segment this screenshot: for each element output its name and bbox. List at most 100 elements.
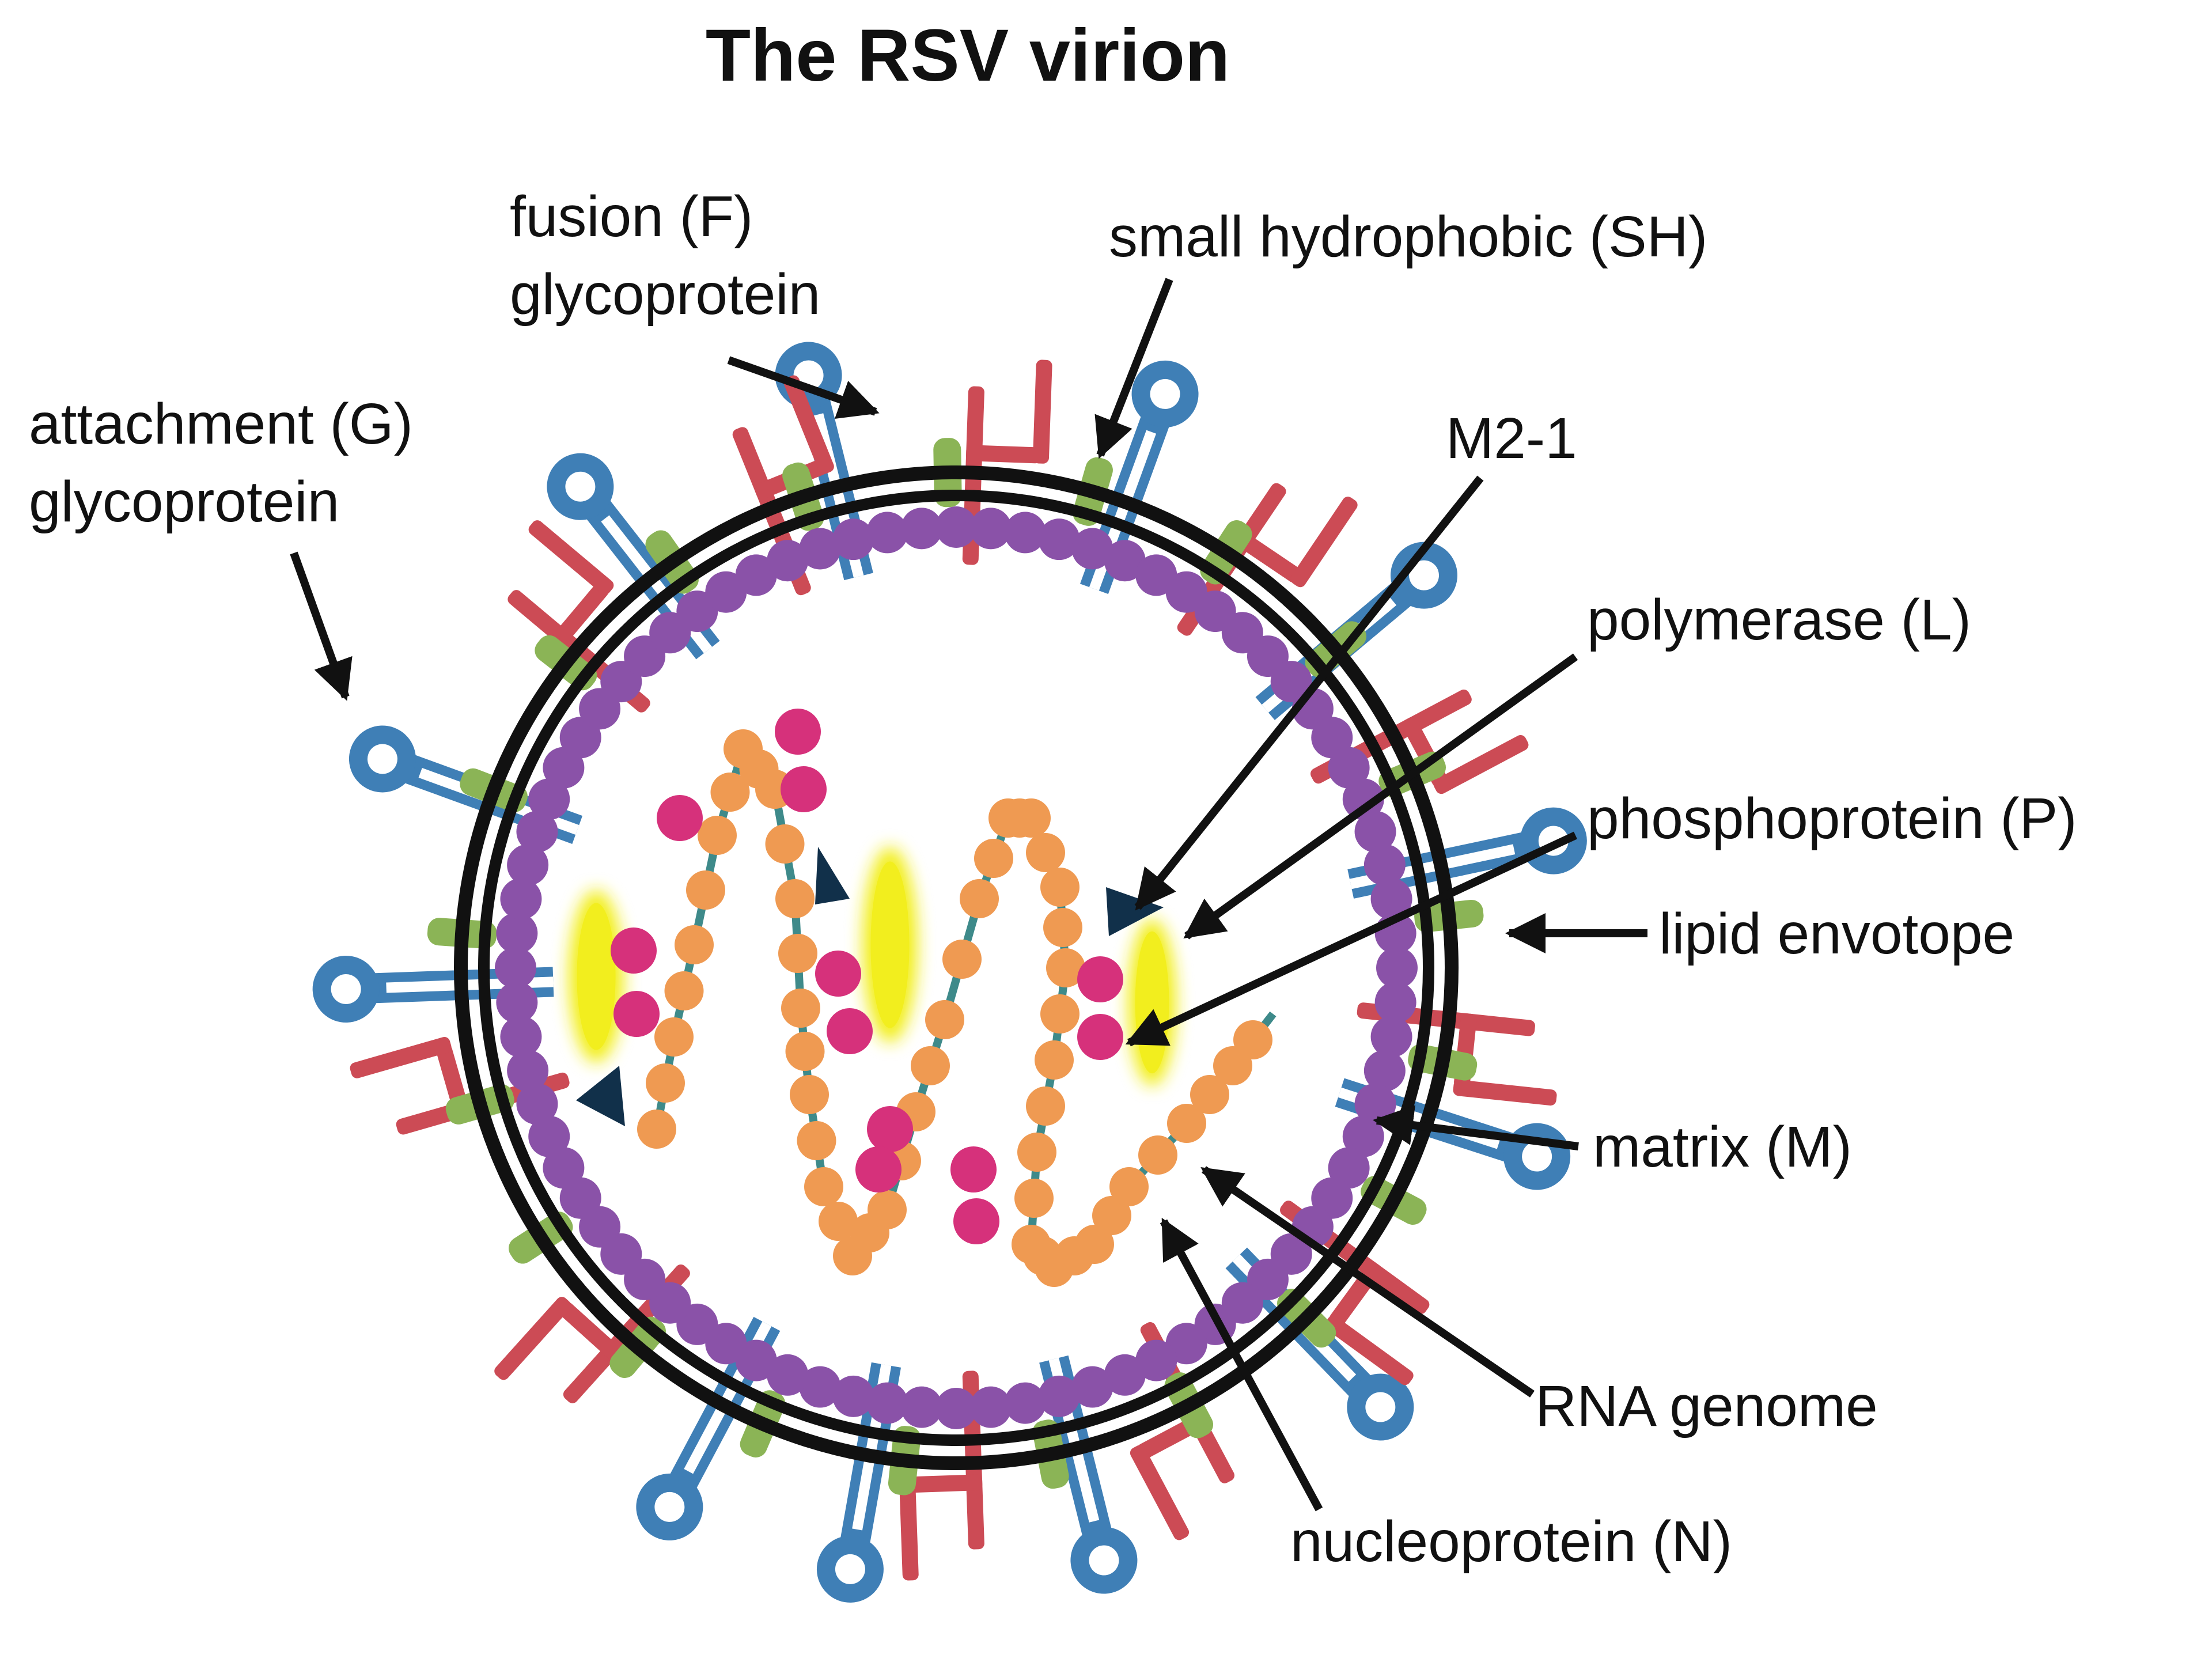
arrow-small-hydrophobic [1094,278,1173,459]
matrix-protein-bead [500,1016,542,1058]
label-matrix: matrix (M) [1593,1115,1852,1179]
nucleoprotein-bead [765,824,805,864]
phosphoprotein-beads [611,709,1123,1244]
polymerase-l [870,861,910,1028]
matrix-protein-bead [935,506,977,548]
nucleoprotein-bead [804,1167,843,1206]
ribonucleoprotein-complex [569,709,1277,1287]
nucleoprotein-bead [1017,1133,1056,1172]
matrix-protein-bead [1376,947,1418,989]
label-rna-genome: RNA genome [1535,1374,1878,1438]
nucleoprotein-bead [1014,1179,1054,1218]
polymerase-l [577,903,616,1050]
lipid-envelope [454,465,1459,1470]
nucleoprotein-bead [1026,833,1065,872]
nucleoprotein-bead [1109,1167,1149,1206]
nucleoprotein-bead [1040,868,1080,907]
nucleoprotein-bead [686,870,725,910]
nucleoprotein-bead [925,1000,964,1039]
label-lipid-envelope: lipid envotope [1659,902,2014,966]
matrix-protein-bead [543,747,585,789]
matrix-protein-bead [832,1375,874,1417]
matrix-protein-bead [866,1382,908,1424]
nucleoprotein-bead [637,1110,676,1149]
matrix-protein-bead [500,878,542,920]
nucleoprotein-bead [675,925,714,964]
matrix-protein-bead [970,508,1012,550]
label-fusion-line1: fusion (F) [510,184,753,249]
matrix-protein-bead [1165,1323,1207,1365]
nucleoprotein-bead [1046,948,1085,987]
matrix-protein-bead [507,1050,549,1092]
matrix-protein-bead [1038,518,1080,561]
nucleoprotein-bead [778,934,817,973]
matrix-protein-bead [1363,844,1406,886]
label-attachment-line2: glycoprotein [29,470,339,534]
arrow-phosphoprotein [1125,831,1577,1047]
matrix-protein-bead [1071,528,1113,570]
matrix-protein-bead [1104,1354,1146,1396]
phosphoprotein-bead [775,709,821,755]
matrix-layer [495,506,1418,1429]
matrix-protein-bead [767,1354,809,1396]
nucleoprotein-bead [785,1032,825,1071]
matrix-protein-bead [935,1388,977,1429]
nucleoprotein-bead [781,989,820,1028]
matrix-protein-bead [1328,747,1370,789]
phosphoprotein-bead [855,1146,902,1192]
polymerase-l [1135,931,1169,1074]
arrow-matrix [1373,1105,1579,1150]
matrix-protein-bead [832,518,874,561]
nucleoprotein-bead [1043,908,1082,947]
arrow-nucleoprotein [1160,1217,1323,1512]
matrix-protein-bead [496,982,538,1024]
nucleoprotein-bead [1233,1020,1272,1059]
matrix-protein-bead [705,571,747,613]
label-arrows [290,278,1647,1512]
matrix-protein-bead [1135,1339,1177,1381]
label-m2-1: M2-1 [1446,406,1577,471]
phosphoprotein-bead [815,951,861,997]
label-fusion-line2: glycoprotein [510,262,820,327]
matrix-protein-bead [495,947,536,989]
labels: fusion (F) glycoprotein attachment (G) g… [29,184,2077,1574]
matrix-protein-bead [767,540,809,582]
arrow-polymerase [1183,653,1578,940]
nucleoprotein-bead [1026,1086,1065,1126]
matrix-protein-bead [528,778,570,820]
nucleoprotein-bead [654,1017,694,1057]
matrix-protein-bead [866,512,908,554]
nucleoprotein-beads [637,729,1272,1287]
matrix-protein-bead [1328,1147,1370,1189]
label-phosphoprotein: phosphoprotein (P) [1587,786,2077,851]
nucleoprotein-bead [960,879,999,918]
nucleoprotein-bead [1190,1075,1229,1114]
label-polymerase: polymerase (L) [1587,588,1971,652]
m2-1-markers [576,847,1164,1126]
matrix-protein-bead [900,508,942,550]
phosphoprotein-bead [1077,956,1123,1002]
phosphoprotein-bead [1077,1014,1123,1060]
matrix-protein-bead [799,1366,841,1408]
matrix-protein-bead [1004,512,1046,554]
matrix-protein-bead [1354,811,1396,853]
matrix-protein-bead [1135,554,1177,596]
label-nucleoprotein: nucleoprotein (N) [1290,1509,1732,1574]
phosphoprotein-bead [867,1106,913,1152]
nucleoprotein-bead [1040,994,1080,1033]
nucleoprotein-bead [1012,798,1051,838]
nucleoprotein-bead [1167,1104,1206,1143]
nucleoprotein-bead [646,1063,685,1103]
diagram-title: The RSV virion [706,14,1230,97]
nucleoprotein-bead [664,971,704,1010]
nucleoprotein-bead [790,1075,829,1114]
matrix-protein-bead [559,1177,601,1219]
label-attachment-line1: attachment (G) [29,392,413,456]
matrix-protein-bead [543,1147,585,1189]
nucleoprotein-bead [797,1121,836,1160]
nucleoprotein-bead [1075,1225,1114,1264]
matrix-protein-bead [735,1339,777,1381]
phosphoprotein-bead [657,795,703,841]
matrix-protein-bead [1374,982,1416,1024]
